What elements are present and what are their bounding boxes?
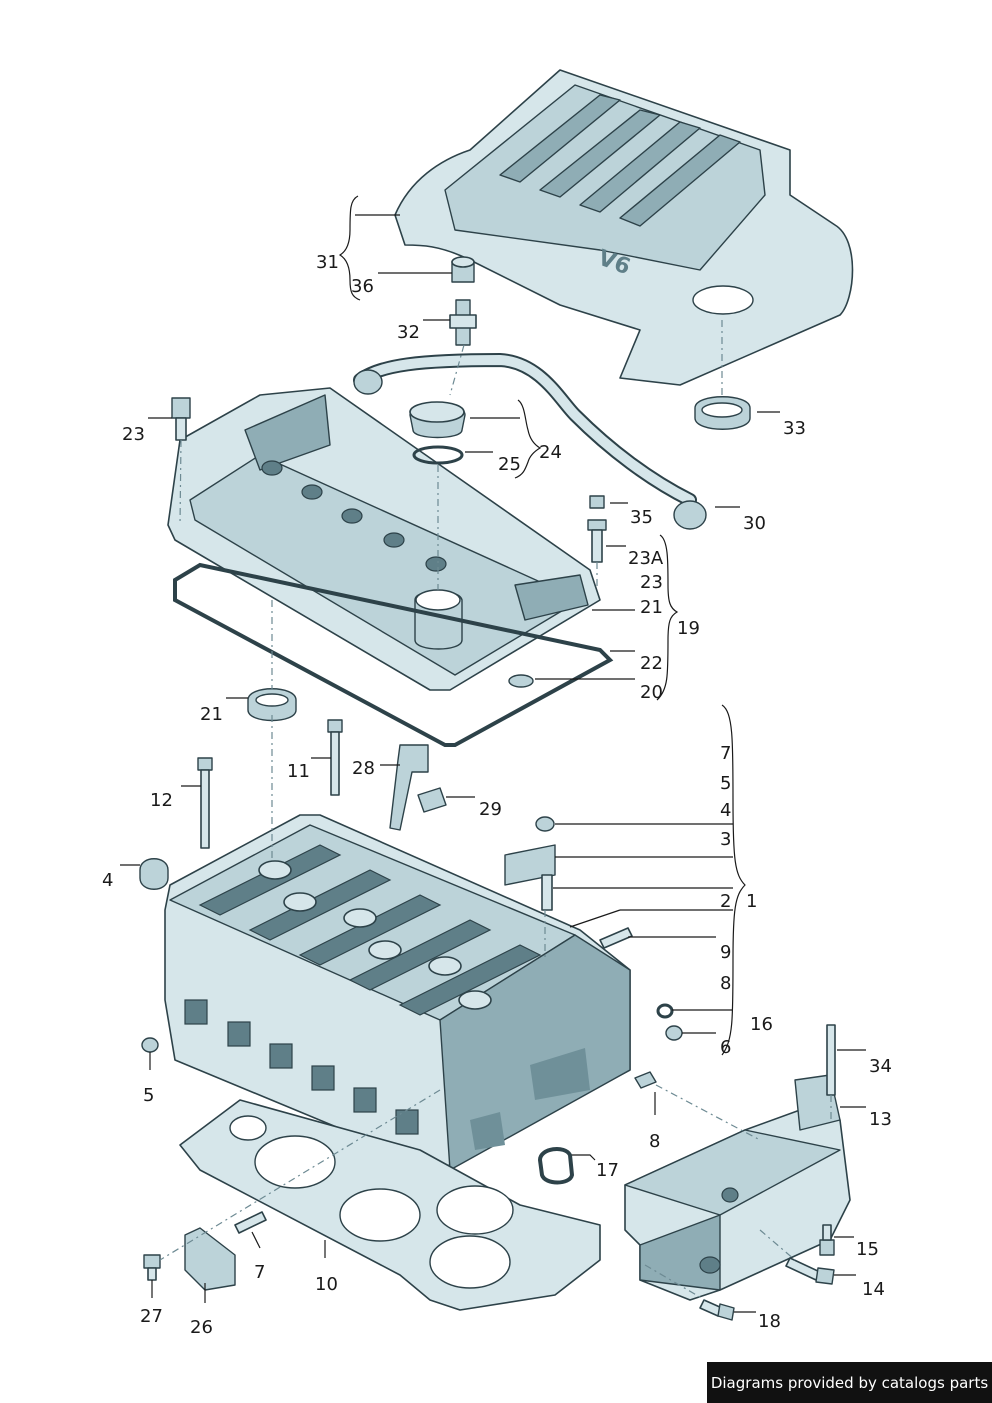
- callout-23-top: 23: [122, 424, 145, 445]
- exhaust-ports: [184, 999, 419, 1135]
- callout-30: 30: [743, 513, 766, 534]
- assembly-lines: [159, 320, 832, 1301]
- callout-31: 31: [316, 252, 339, 273]
- callout-6: 6: [720, 1037, 731, 1058]
- callout-17: 17: [596, 1160, 619, 1181]
- callout-8-right: 8: [720, 973, 731, 994]
- callout-labels: 31 36 32 33 23 24 25 30 35 23A 23 21 19 …: [102, 252, 892, 1338]
- callout-19: 19: [677, 618, 700, 639]
- cover-gasket: [173, 562, 614, 747]
- callout-25: 25: [498, 454, 521, 475]
- callout-29: 29: [479, 799, 502, 820]
- callout-4-right: 4: [720, 800, 731, 821]
- callout-23A: 23A: [628, 548, 664, 569]
- callout-5-top: 5: [720, 773, 731, 794]
- callout-22: 22: [640, 653, 663, 674]
- callout-36: 36: [351, 276, 374, 297]
- callout-26: 26: [190, 1317, 213, 1338]
- gasket-17: [537, 1147, 575, 1185]
- callout-13: 13: [869, 1109, 892, 1130]
- callout-28: 28: [352, 758, 375, 779]
- callout-27: 27: [140, 1306, 163, 1327]
- credit-banner: Diagrams provided by catalogs parts: [707, 1362, 992, 1403]
- callout-7-bottom: 7: [254, 1262, 265, 1283]
- filler-cap-seal: [412, 445, 464, 465]
- callout-15: 15: [856, 1239, 879, 1260]
- callout-20: 20: [640, 682, 663, 703]
- engine-cover: V6: [394, 69, 854, 386]
- callout-21-top: 21: [640, 597, 663, 618]
- callout-35: 35: [630, 507, 653, 528]
- callout-9: 9: [720, 942, 731, 963]
- oil-filler-cap: [409, 401, 466, 439]
- callout-24: 24: [539, 442, 562, 463]
- callout-4-left: 4: [102, 870, 113, 891]
- seal-ring-16: [656, 1003, 674, 1019]
- callout-5-left: 5: [143, 1085, 154, 1106]
- callout-11: 11: [287, 761, 310, 782]
- head-valve-seats: [258, 860, 492, 1010]
- callout-8-bottom: 8: [649, 1131, 660, 1152]
- callout-12: 12: [150, 790, 173, 811]
- callout-7-top: 7: [720, 743, 731, 764]
- callout-1: 1: [746, 891, 757, 912]
- cylinder-head-cover: [167, 387, 601, 691]
- cover-ribs: [499, 94, 741, 227]
- callout-33: 33: [783, 418, 806, 439]
- cylinder-head: [164, 814, 631, 1171]
- callout-32: 32: [397, 322, 420, 343]
- leader-lines: [120, 195, 866, 1313]
- callout-21-bottom: 21: [200, 704, 223, 725]
- callout-16: 16: [750, 1014, 773, 1035]
- callout-18: 18: [758, 1311, 781, 1332]
- callout-34: 34: [869, 1056, 892, 1077]
- callout-10: 10: [315, 1274, 338, 1295]
- camshaft-housing: [624, 1074, 851, 1301]
- callout-23-mid: 23: [640, 572, 663, 593]
- head-cams: [198, 844, 542, 1016]
- callout-3: 3: [720, 829, 731, 850]
- callout-14: 14: [862, 1279, 885, 1300]
- head-gasket: [179, 1099, 601, 1311]
- callout-2: 2: [720, 891, 731, 912]
